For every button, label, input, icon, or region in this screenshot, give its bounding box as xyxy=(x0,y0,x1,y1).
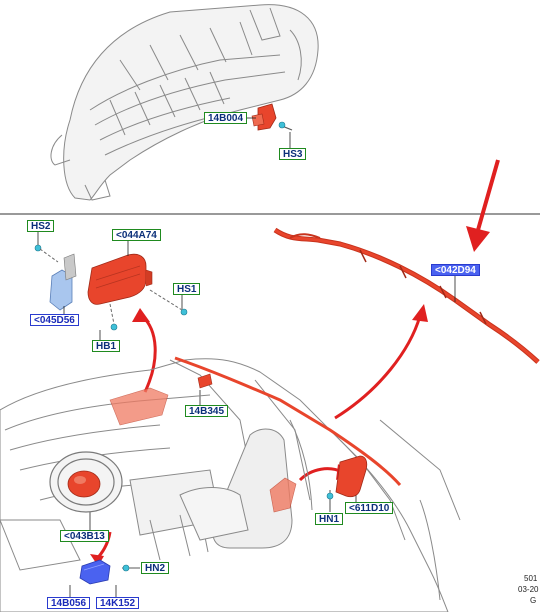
label-HS3[interactable]: HS3 xyxy=(279,148,307,160)
label-HN1[interactable]: HN1 xyxy=(315,513,344,525)
nut-icon xyxy=(326,492,334,500)
bolt-icon xyxy=(278,121,293,131)
passenger-airbag-module xyxy=(87,253,153,305)
seat-side-airbag-installed xyxy=(269,477,297,513)
label-044A74[interactable]: <044A74 xyxy=(112,229,161,241)
label-14K152[interactable]: 14K152 xyxy=(96,597,140,609)
reference-code: G xyxy=(530,596,537,605)
airbag-bracket xyxy=(49,253,77,311)
restraint-control-module xyxy=(79,559,111,585)
knee-airbag-module xyxy=(251,103,277,131)
label-HS1[interactable]: HS1 xyxy=(173,283,201,295)
pointer-arrow xyxy=(466,159,500,252)
curtain-airbag xyxy=(273,227,540,364)
label-HS2[interactable]: HS2 xyxy=(27,220,55,232)
instrument-panel-view xyxy=(50,4,319,201)
sensor-icon xyxy=(122,564,130,572)
bolt-icon xyxy=(34,244,188,331)
label-14B056[interactable]: 14B056 xyxy=(47,597,91,609)
label-14B345[interactable]: 14B345 xyxy=(185,405,229,417)
label-14B004[interactable]: 14B004 xyxy=(204,112,248,124)
driver-airbag xyxy=(67,470,101,498)
reference-number: 501 xyxy=(524,574,538,583)
label-045D56[interactable]: <045D56 xyxy=(30,314,79,326)
clip-icon xyxy=(197,373,213,389)
label-611D10[interactable]: <611D10 xyxy=(345,502,394,514)
passenger-airbag-installed xyxy=(109,387,169,426)
seat-side-airbag-module xyxy=(335,455,368,498)
label-042D94[interactable]: <042D94 xyxy=(431,264,480,276)
reference-date: 03-20 xyxy=(518,585,539,594)
label-043B13[interactable]: <043B13 xyxy=(60,530,109,542)
curtain-airbag-installed xyxy=(174,356,402,486)
label-HB1[interactable]: HB1 xyxy=(92,340,121,352)
label-HN2[interactable]: HN2 xyxy=(141,562,170,574)
